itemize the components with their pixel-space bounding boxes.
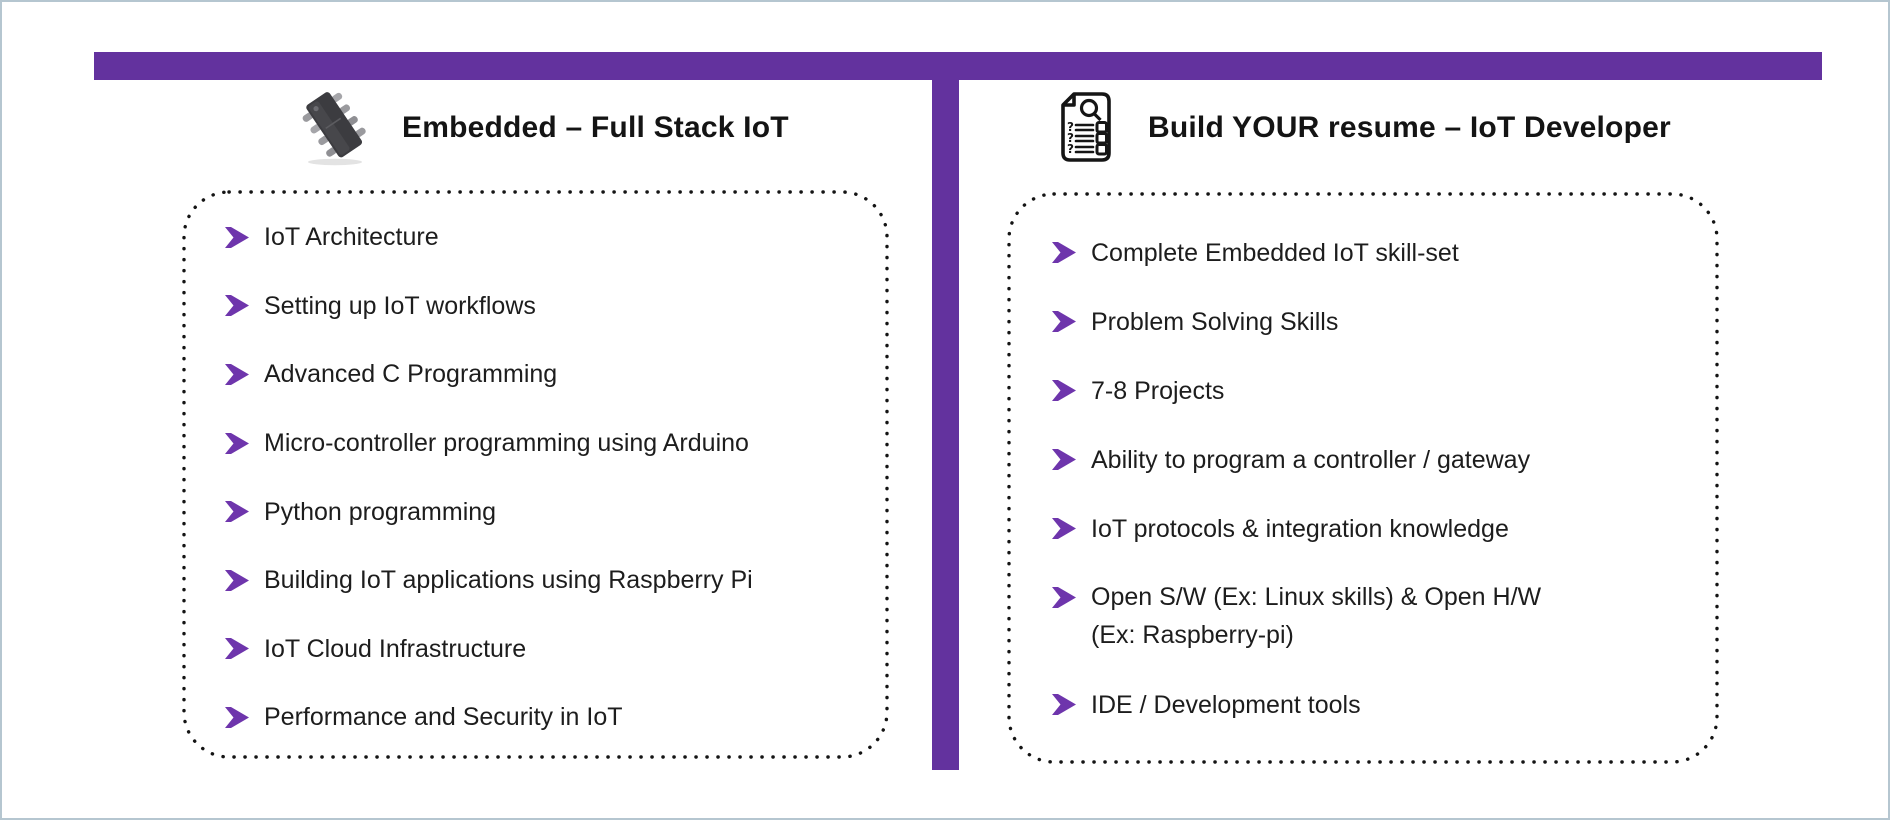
arrow-bullet-icon [225, 363, 249, 385]
arrow-bullet-icon [1052, 518, 1076, 539]
left-panel-header: Embedded – Full Stack IoT [300, 86, 789, 170]
list-item-label: Python programming [264, 497, 497, 526]
column-divider [932, 52, 959, 770]
list-item: Micro-controller programming using Ardui… [224, 409, 859, 478]
arrow-bullet-icon [225, 706, 249, 728]
arrow-bullet-icon [225, 432, 249, 454]
topics-list: IoT Architecture Setting up IoT workflow… [182, 190, 889, 752]
list-item-label: Performance and Security in IoT [264, 703, 623, 732]
list-item-label: IoT Cloud Infrastructure [264, 634, 527, 663]
left-topics-box: IoT Architecture Setting up IoT workflow… [182, 190, 889, 759]
list-item-label: IoT Architecture [264, 223, 439, 252]
right-panel-header: ? ? ? Build YOUR resume – IoT Developer [1058, 86, 1671, 170]
arrow-bullet-icon [225, 295, 249, 317]
list-item-label: Open S/W (Ex: Linux skills) & Open H/W (… [1091, 583, 1542, 649]
list-item: Ability to program a controller / gatewa… [1051, 425, 1689, 494]
dotted-border [1007, 192, 1719, 764]
list-item-label: Problem Solving Skills [1091, 307, 1339, 336]
arrow-bullet-icon [1052, 380, 1076, 401]
list-item-label: Advanced C Programming [264, 360, 558, 389]
arrow-bullet-icon [1052, 242, 1076, 263]
svg-text:?: ? [1067, 131, 1074, 145]
list-item: Performance and Security in IoT [224, 683, 859, 752]
svg-text:?: ? [1067, 120, 1074, 134]
microchip-icon [302, 92, 366, 166]
list-item: Building IoT applications using Raspberr… [224, 546, 859, 615]
right-panel-title: Build YOUR resume – IoT Developer [1148, 111, 1671, 144]
list-item-label: IDE / Development tools [1091, 690, 1361, 719]
left-panel-title: Embedded – Full Stack IoT [402, 111, 789, 144]
list-item: IoT Architecture [224, 203, 859, 272]
list-item: IoT protocols & integration knowledge [1051, 494, 1689, 563]
arrow-bullet-icon [225, 569, 249, 591]
arrow-bullet-icon [225, 638, 249, 660]
dotted-border [182, 190, 889, 759]
svg-text:?: ? [1067, 142, 1074, 156]
list-item: Open S/W (Ex: Linux skills) & Open H/W (… [1051, 563, 1689, 670]
list-item-label: Ability to program a controller / gatewa… [1091, 445, 1531, 474]
list-item-label: 7-8 Projects [1091, 376, 1225, 405]
arrow-bullet-icon [1052, 587, 1076, 608]
list-item: Complete Embedded IoT skill-set [1051, 218, 1689, 287]
list-item: Python programming [224, 477, 859, 546]
arrow-bullet-icon [1052, 694, 1076, 715]
list-item: Problem Solving Skills [1051, 287, 1689, 356]
list-item-label: Building IoT applications using Raspberr… [264, 566, 753, 595]
resume-checklist-icon: ? ? ? [1061, 92, 1111, 162]
list-item: IDE / Development tools [1051, 670, 1689, 739]
list-item-label: Setting up IoT workflows [264, 291, 536, 320]
list-item: Setting up IoT workflows [224, 272, 859, 341]
arrow-bullet-icon [1052, 311, 1076, 332]
list-item-label: Micro-controller programming using Ardui… [264, 429, 749, 458]
arrow-bullet-icon [1052, 449, 1076, 470]
list-item: IoT Cloud Infrastructure [224, 615, 859, 684]
outcomes-list: Complete Embedded IoT skill-set Problem … [1007, 192, 1719, 739]
right-outcomes-box: Complete Embedded IoT skill-set Problem … [1007, 192, 1719, 764]
list-item: 7-8 Projects [1051, 356, 1689, 425]
arrow-bullet-icon [225, 501, 249, 523]
arrow-bullet-icon [225, 226, 249, 248]
list-item-label: Complete Embedded IoT skill-set [1091, 238, 1459, 267]
list-item: Advanced C Programming [224, 340, 859, 409]
list-item-label: IoT protocols & integration knowledge [1091, 514, 1509, 543]
